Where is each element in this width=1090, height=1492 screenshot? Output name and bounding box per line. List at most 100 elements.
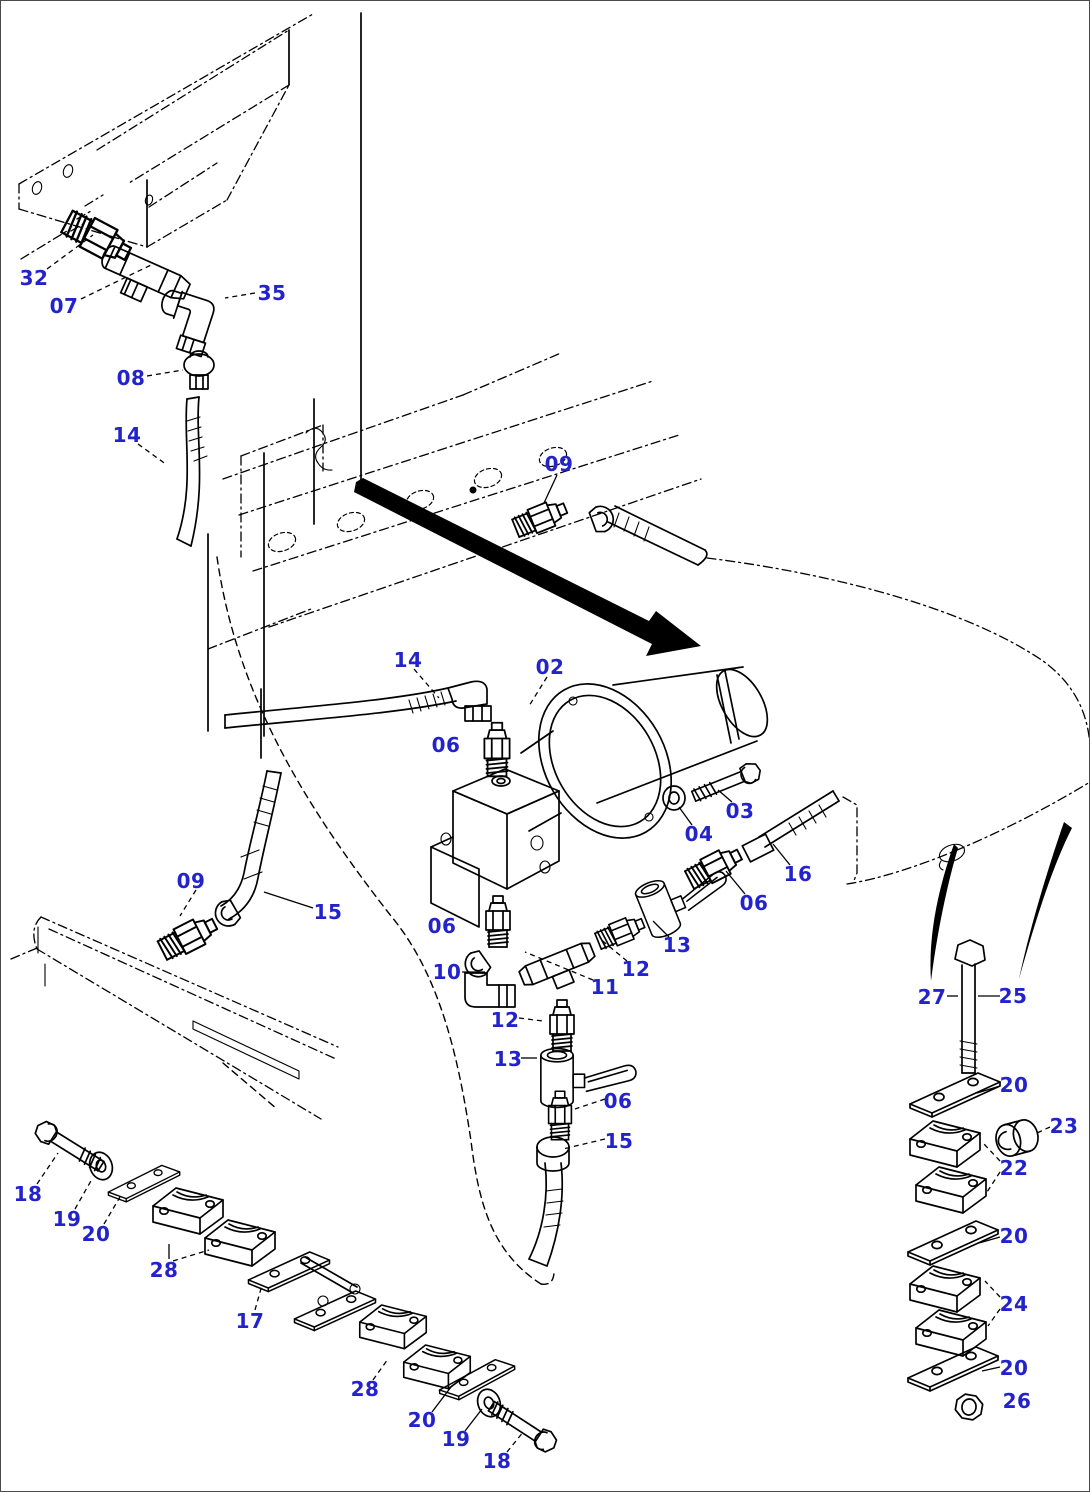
callout-leader xyxy=(413,668,440,699)
callout-leader xyxy=(1036,1126,1051,1134)
part-label-12: 12 xyxy=(491,1008,520,1032)
part-label-14: 14 xyxy=(113,423,142,447)
ball-valve-13-upper xyxy=(632,854,739,942)
pointer-arc-left xyxy=(930,844,958,981)
part-label-28: 28 xyxy=(150,1258,179,1282)
part-label-13: 13 xyxy=(663,933,692,957)
plate-20-left xyxy=(106,1164,182,1204)
part-label-07: 07 xyxy=(50,294,79,318)
part-label-12: 12 xyxy=(622,957,651,981)
callout-leader-lines xyxy=(36,234,1051,1453)
part-label-20: 20 xyxy=(1000,1356,1029,1380)
callout-leader xyxy=(431,1386,452,1413)
fitting-06-stack-top xyxy=(485,895,511,948)
hose-15-bottom xyxy=(528,1136,570,1267)
fitting-09-upper xyxy=(510,495,618,541)
callout-leader xyxy=(263,891,314,909)
callout-leader xyxy=(172,1249,210,1262)
callout-leader xyxy=(772,843,791,866)
fitting-12-upper xyxy=(593,911,649,953)
plug-04 xyxy=(662,785,686,811)
clamp-24 xyxy=(909,1265,987,1357)
callout-leader xyxy=(74,1178,93,1210)
part-label-15: 15 xyxy=(314,900,343,924)
part-label-15: 15 xyxy=(605,1129,634,1153)
part-label-13: 13 xyxy=(494,1047,523,1071)
callout-leader xyxy=(574,1098,606,1110)
callout-leader xyxy=(518,1017,544,1022)
part-label-03: 03 xyxy=(726,799,755,823)
loop-link-detail xyxy=(938,843,966,871)
callout-leader xyxy=(678,806,693,826)
washer-19-center xyxy=(473,1385,505,1421)
fitting-06-right xyxy=(682,833,775,893)
hose-09-upper xyxy=(607,505,708,566)
part-label-35: 35 xyxy=(258,281,287,305)
callout-leader xyxy=(725,870,746,895)
upper-frame-outline xyxy=(18,13,314,260)
bolt-18-center xyxy=(485,1396,562,1457)
part-label-16: 16 xyxy=(784,862,813,886)
clamp-28-left xyxy=(152,1187,276,1267)
callout-leader xyxy=(717,789,733,803)
callout-leader xyxy=(987,1308,1001,1327)
part-label-20: 20 xyxy=(82,1222,111,1246)
bracket-17 xyxy=(247,1251,377,1332)
part-label-19: 19 xyxy=(53,1207,82,1231)
part-label-09: 09 xyxy=(545,452,574,476)
elbow-10 xyxy=(459,947,516,1008)
pump-motor-assembly xyxy=(430,666,769,928)
part-label-28: 28 xyxy=(351,1377,380,1401)
part-label-14: 14 xyxy=(394,648,423,672)
part-label-20: 20 xyxy=(408,1408,437,1432)
lower-beam-outline xyxy=(10,916,339,1120)
callout-leader xyxy=(543,474,558,504)
bolt-25 xyxy=(954,939,986,1074)
machine-outline-loop xyxy=(706,557,1089,885)
tee-11 xyxy=(518,942,596,990)
fitting-32 xyxy=(58,206,137,270)
part-label-06: 06 xyxy=(428,914,457,938)
elbow-fitting-35 xyxy=(161,289,215,358)
direction-arrow xyxy=(354,478,701,656)
plate-20-right-2 xyxy=(907,1220,999,1266)
tee-fitting-07 xyxy=(101,245,191,303)
part-label-25: 25 xyxy=(999,984,1028,1008)
part-label-24: 24 xyxy=(1000,1292,1029,1316)
callout-leader xyxy=(652,920,670,938)
hose-14-middle xyxy=(224,680,492,729)
callout-leader xyxy=(978,1236,1001,1244)
callout-leader xyxy=(224,292,256,299)
part-label-08: 08 xyxy=(117,366,146,390)
part-label-18: 18 xyxy=(14,1182,43,1206)
callout-leader xyxy=(598,937,628,962)
part-label-06: 06 xyxy=(740,891,769,915)
callout-leader xyxy=(137,443,168,466)
callout-leader xyxy=(562,1138,606,1150)
lower-beam-details xyxy=(37,926,300,1080)
part-label-20: 20 xyxy=(1000,1224,1029,1248)
callout-leader xyxy=(981,1366,1001,1372)
callout-leader xyxy=(983,1143,1001,1162)
clamp-22 xyxy=(909,1120,987,1214)
hose-16 xyxy=(758,790,840,848)
part-label-06: 06 xyxy=(604,1089,633,1113)
callout-leader xyxy=(146,369,184,377)
callout-leader xyxy=(103,1196,121,1225)
bolt-18-left xyxy=(30,1117,108,1177)
callout-leader xyxy=(976,1085,1001,1094)
part-label-22: 22 xyxy=(1000,1156,1029,1180)
fitting-06-pump-top xyxy=(483,721,511,778)
nut-26 xyxy=(953,1392,985,1422)
callout-leader xyxy=(36,1152,59,1185)
callout-leader xyxy=(528,676,548,707)
callout-leader xyxy=(464,1408,483,1432)
part-label-26: 26 xyxy=(1003,1389,1032,1413)
part-label-11: 11 xyxy=(591,975,620,999)
hose-15-left xyxy=(209,770,282,932)
part-label-32: 32 xyxy=(20,266,49,290)
callout-leader xyxy=(524,951,594,981)
